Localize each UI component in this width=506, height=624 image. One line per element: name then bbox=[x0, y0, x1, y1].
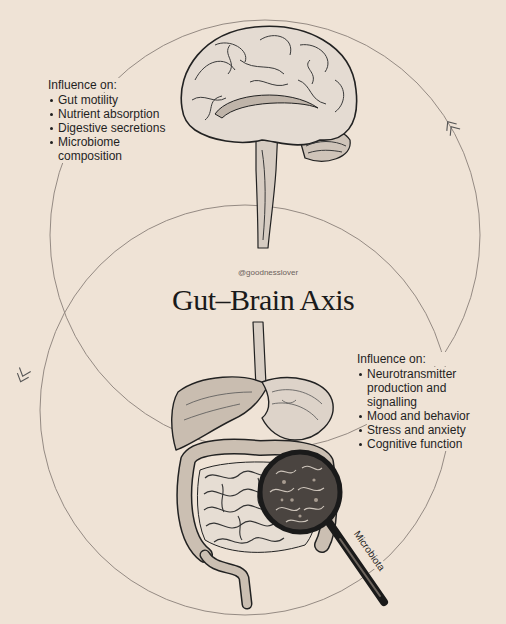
list-item: Digestive secretions bbox=[58, 121, 176, 135]
cycle-circles bbox=[40, 20, 480, 615]
gut-drawing-part bbox=[205, 555, 247, 604]
brain-drawing-part bbox=[192, 36, 346, 240]
brain-drawing-part-part bbox=[308, 60, 314, 84]
magnifier-drawing-part-part bbox=[290, 498, 294, 502]
gut-drawing-part bbox=[184, 390, 322, 420]
bullet-dot bbox=[50, 113, 53, 116]
magnifier-drawing bbox=[260, 452, 384, 602]
brain-drawing-part-part bbox=[240, 60, 284, 74]
list-heading: Influence on: bbox=[357, 352, 498, 366]
gut-drawing-part-part bbox=[184, 404, 240, 420]
gut-drawing-part-part bbox=[272, 390, 322, 404]
list-item: Nutrient absorption bbox=[58, 107, 176, 121]
list-item: Neurotransmitter production and signalli… bbox=[367, 367, 498, 409]
magnifier-drawing-part bbox=[260, 452, 340, 532]
brain-drawing-part-part bbox=[228, 45, 232, 74]
bullet-dot bbox=[359, 415, 362, 418]
gut-drawing-part-part bbox=[238, 516, 242, 540]
brain-drawing-part-part bbox=[262, 150, 265, 240]
magnifier-drawing-part-part bbox=[314, 498, 318, 502]
cycle-chevrons-part-part bbox=[446, 123, 460, 136]
magnifier-drawing-part-part bbox=[298, 487, 324, 490]
brain-drawing-part-part bbox=[300, 45, 328, 72]
list-heading: Influence on: bbox=[48, 78, 176, 92]
gut-drawing-part-part bbox=[282, 400, 296, 403]
gut-drawing-part-part bbox=[206, 521, 276, 528]
magnifier-drawing-part bbox=[281, 478, 318, 517]
magnifier-drawing-part-part bbox=[304, 506, 324, 510]
list-item: Microbiome composition bbox=[58, 135, 176, 163]
cycle-chevrons-part-part bbox=[17, 367, 31, 378]
gut-drawing-part-part bbox=[272, 403, 318, 420]
brain-drawing-part bbox=[256, 125, 278, 248]
list-item: Stress and anxiety bbox=[367, 423, 498, 437]
magnifier-drawing-part-part bbox=[302, 466, 322, 469]
bullet-dot bbox=[50, 99, 53, 102]
magnifier-drawing-part-part bbox=[298, 514, 301, 517]
brain-drawing-part bbox=[215, 95, 318, 118]
bullet-dot bbox=[50, 141, 53, 144]
bullet-dot bbox=[50, 127, 53, 130]
magnifier-drawing-part-part bbox=[312, 478, 315, 481]
magnifier-drawing-part-part bbox=[276, 470, 296, 474]
gut-drawing-part-part bbox=[222, 484, 224, 512]
gut-drawing-part bbox=[262, 378, 333, 440]
gut-drawing-part bbox=[205, 555, 247, 604]
diagram-title: Gut–Brain Axis bbox=[169, 283, 357, 317]
brain-drawing-part-part bbox=[306, 142, 346, 147]
brain-drawing-part-part bbox=[205, 96, 222, 120]
brain-drawing-part-part bbox=[260, 36, 291, 55]
gut-drawing-part bbox=[253, 322, 266, 388]
gut-drawing-part-part bbox=[186, 392, 252, 405]
cycle-chevrons bbox=[15, 118, 460, 384]
magnifier-drawing-part-part bbox=[286, 520, 308, 522]
list-item: Mood and behavior bbox=[367, 409, 498, 423]
cycle-chevrons-part bbox=[443, 118, 460, 136]
bullet-dot bbox=[359, 429, 362, 432]
cycle-chevrons-part-part bbox=[443, 118, 457, 131]
magnifier-drawing-part-part bbox=[276, 507, 300, 510]
brain-drawing-part-part bbox=[192, 97, 226, 100]
magnifier-drawing-part bbox=[270, 466, 324, 522]
bullet-dot bbox=[359, 443, 362, 446]
brain-drawing-part-part bbox=[308, 150, 342, 153]
credit-handle: @goodnesslover bbox=[236, 268, 300, 278]
cycle-chevrons-part bbox=[15, 367, 31, 383]
brain-drawing-part bbox=[181, 26, 356, 145]
magnifier-drawing-part-part bbox=[282, 480, 286, 484]
brain-drawing-part-part bbox=[195, 61, 235, 80]
bullet-dot bbox=[359, 373, 362, 376]
gut-drawing-part bbox=[172, 377, 268, 450]
list-item: Gut motility bbox=[58, 93, 176, 107]
brain-drawing-part-part bbox=[335, 80, 344, 112]
magnifier-drawing-part-part bbox=[281, 499, 284, 502]
brain-drawing-part-part bbox=[250, 80, 288, 85]
gut-drawing-part-part bbox=[214, 538, 284, 543]
brain-drawing bbox=[181, 26, 356, 248]
magnifier-drawing-part-part bbox=[270, 488, 294, 492]
list-item: Cognitive function bbox=[367, 437, 498, 451]
